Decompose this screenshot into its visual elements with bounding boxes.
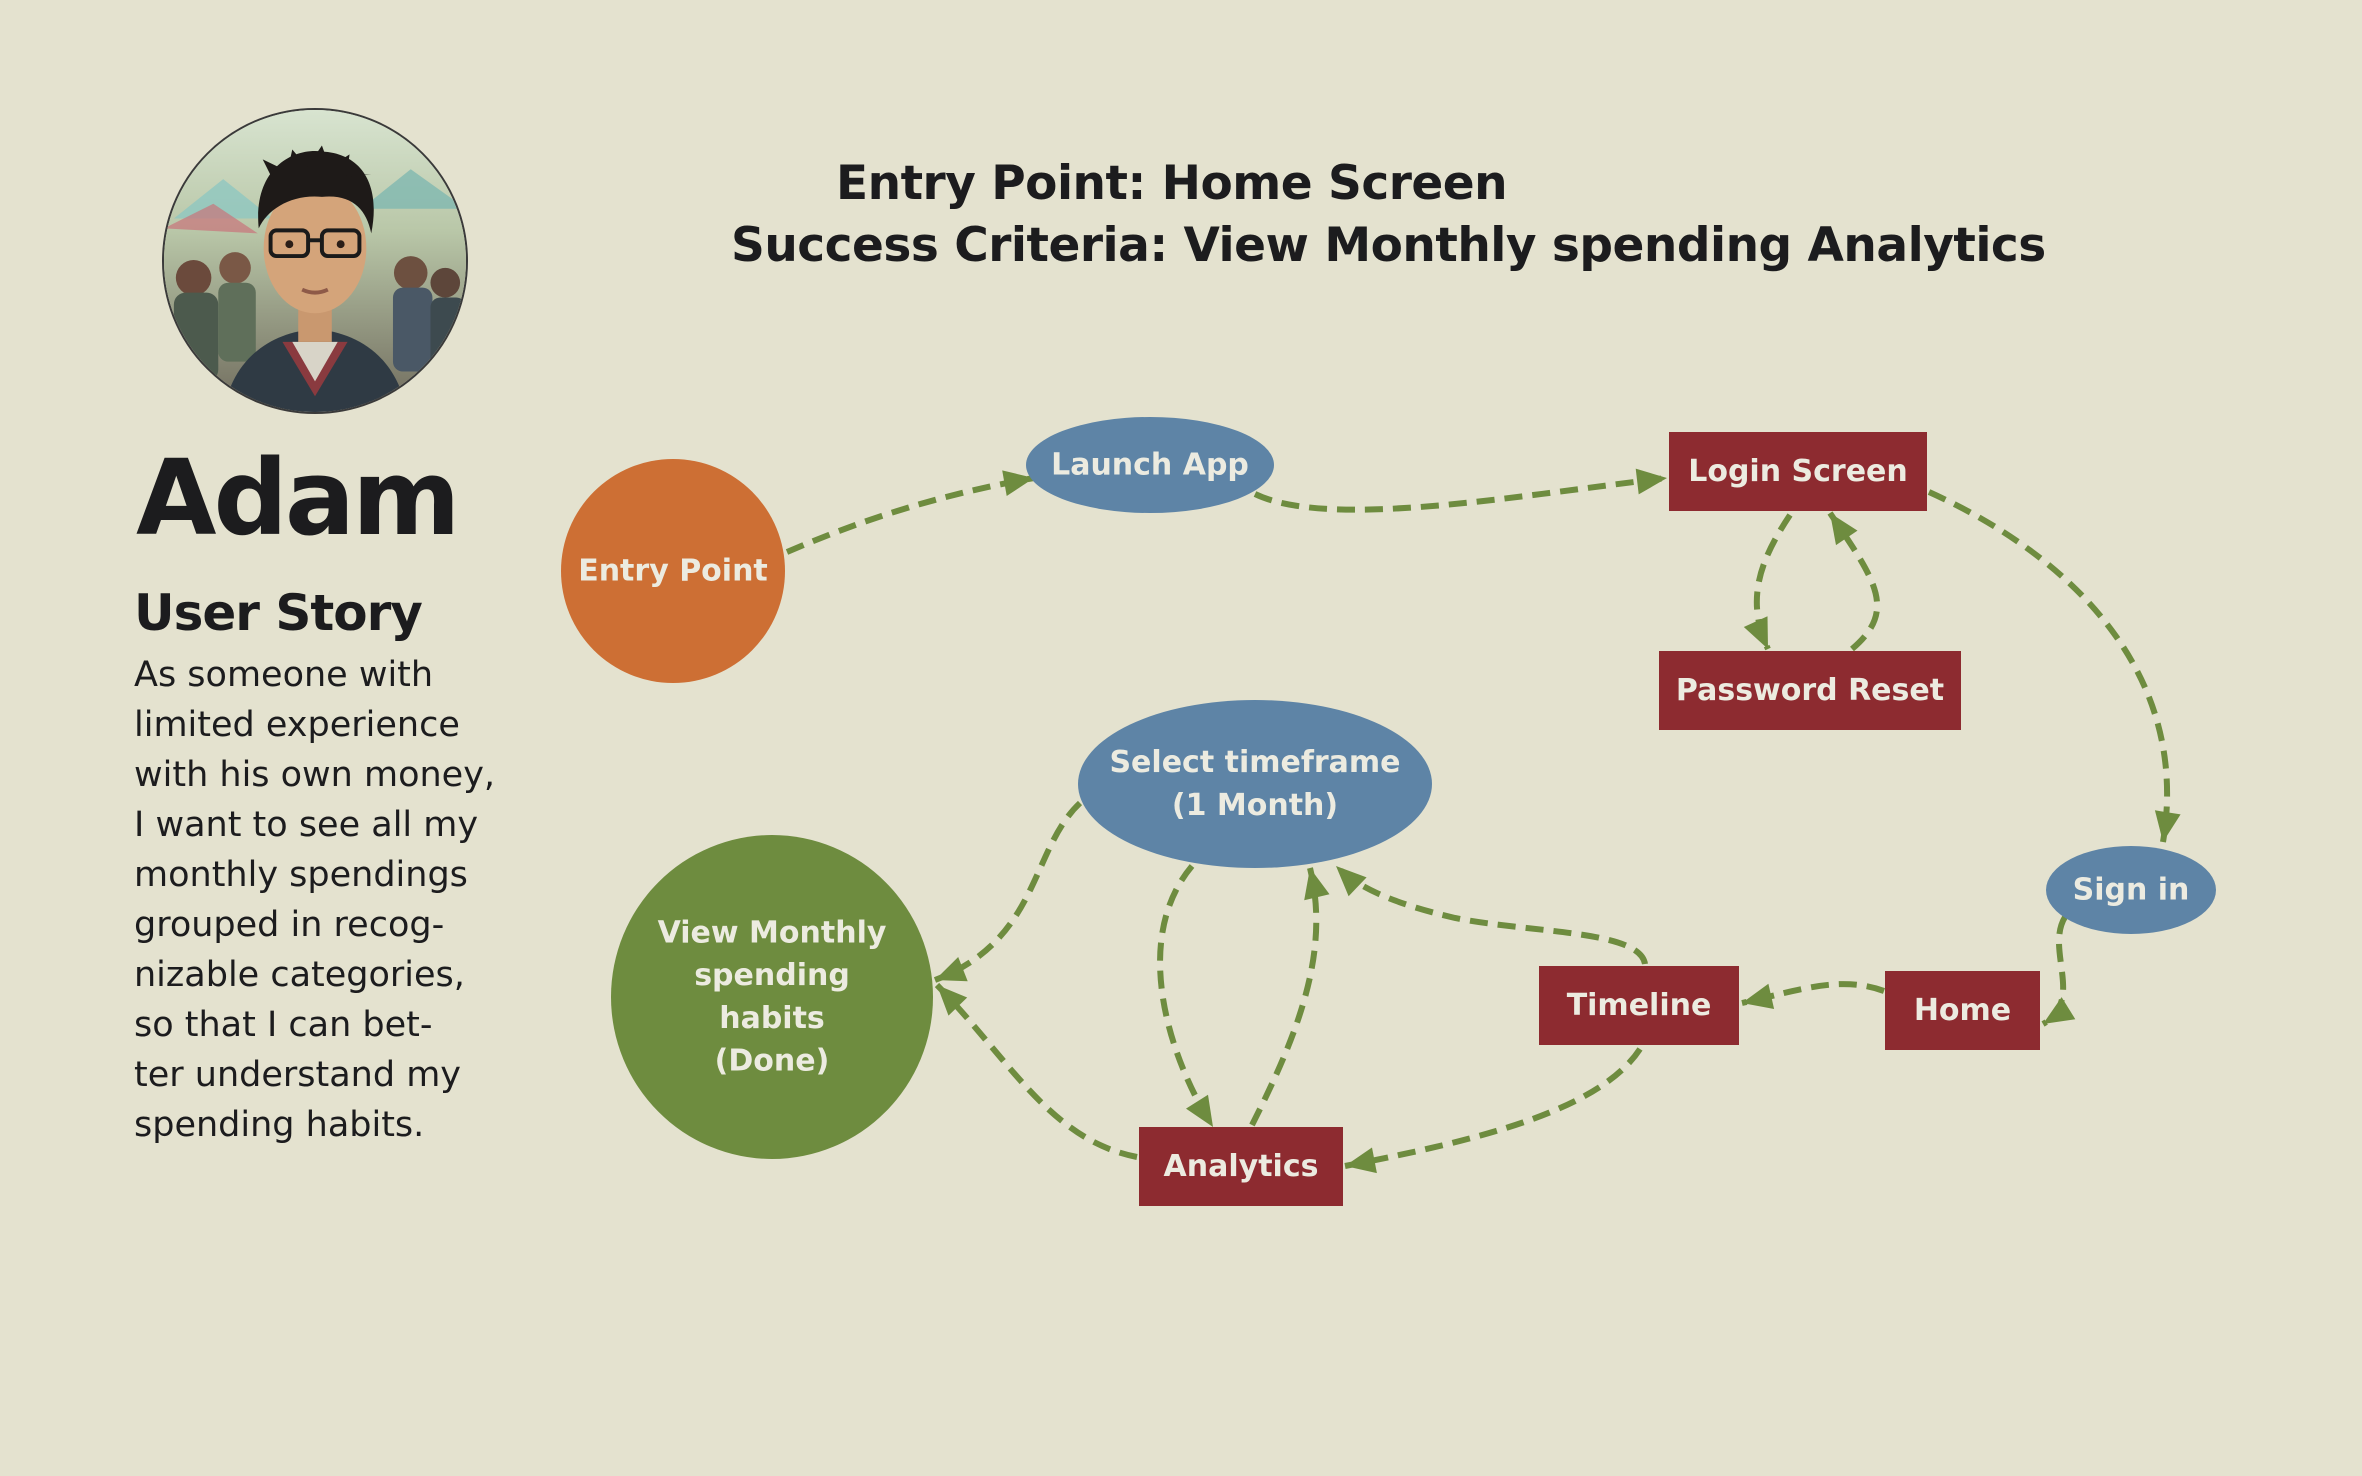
arrowhead-login-to-signin (2154, 810, 2181, 842)
node-label-entry: Entry Point (578, 554, 768, 589)
node-label-reset: Password Reset (1676, 673, 1944, 708)
node-shape-analytics (1139, 1127, 1343, 1206)
flow-node-signin: Sign in (2046, 846, 2216, 934)
flow-arrow-launch-to-login (1253, 475, 1668, 513)
flow-node-reset: Password Reset (1659, 651, 1961, 730)
flow-node-done: View Monthly spending habits (Done) (611, 835, 933, 1159)
user-story-line: As someone with (134, 655, 434, 695)
arrowhead-select-to-done (935, 957, 968, 982)
user-story-line: ter understand my (134, 1055, 462, 1095)
user-story-line: monthly spendings (134, 855, 468, 895)
flow-arrow-reset-to-login (1827, 511, 1881, 652)
flow-node-home: Home (1885, 971, 2040, 1050)
flow-node-login: Login Screen (1669, 432, 1927, 511)
node-label-done: View Monthly (658, 916, 887, 951)
arrowhead-reset-to-login (1830, 513, 1858, 546)
user-story-line: so that I can bet- (134, 1005, 433, 1045)
flow-arrow-timeline-to-analytics (1344, 1047, 1643, 1169)
node-label-home: Home (1914, 993, 2011, 1028)
node-shape-entry (561, 459, 785, 683)
node-shape-signin (2046, 846, 2216, 934)
node-label-select: Select timeframe (1109, 745, 1400, 780)
node-label-done: habits (719, 1001, 825, 1036)
arrowhead-home-to-timeline (1742, 983, 1775, 1009)
node-shape-home (1885, 971, 2040, 1050)
flow-node-timeline: Timeline (1539, 966, 1739, 1045)
user-story-line: nizable categories, (134, 955, 465, 995)
user-story-line: spending habits. (134, 1105, 425, 1145)
arrowhead-signin-to-home (2043, 997, 2076, 1024)
node-label-signin: Sign in (2073, 873, 2190, 908)
node-shape-reset (1659, 651, 1961, 730)
flow-arrow-timeline-to-select (1333, 863, 1648, 965)
flow-node-select: Select timeframe (1 Month) (1078, 700, 1432, 868)
flow-arrow-analytics-to-select (1249, 867, 1320, 1127)
flow-node-launch: Launch App (1026, 417, 1274, 513)
arrowhead-login-to-reset (1743, 616, 1768, 649)
user-story-line: I want to see all my (134, 805, 479, 845)
user-story-heading: User Story (134, 584, 423, 642)
arrowhead-entry-to-launch (1002, 470, 1034, 496)
flow-node-entry: Entry Point (561, 459, 785, 683)
persona-photo-icon (162, 108, 468, 414)
node-label-launch: Launch App (1051, 448, 1249, 483)
user-story-line: with his own money, (134, 755, 496, 795)
flow-node-analytics: Analytics (1139, 1127, 1343, 1206)
success-criteria-title: Success Criteria: View Monthly spending … (731, 218, 2046, 273)
node-shape-done (611, 835, 933, 1159)
persona-name: Adam (136, 437, 460, 559)
flow-arrow-analytics-to-done (934, 982, 1138, 1160)
node-label-done: spending (694, 958, 850, 993)
flow-arrow-select-to-analytics (1157, 864, 1216, 1129)
arrowhead-launch-to-login (1635, 468, 1667, 495)
node-label-select: (1 Month) (1172, 788, 1338, 823)
arrowhead-timeline-to-select (1336, 866, 1367, 897)
flow-arrow-select-to-done (933, 800, 1083, 983)
node-shape-launch (1026, 417, 1274, 513)
node-label-timeline: Timeline (1567, 988, 1712, 1023)
user-story-text: As someone with limited experience with … (134, 650, 534, 1150)
arrowhead-analytics-to-select (1304, 868, 1330, 901)
node-shape-login (1669, 432, 1927, 511)
node-label-done: (Done) (715, 1043, 830, 1078)
flow-arrow-login-to-signin (1927, 489, 2170, 843)
entry-point-title: Entry Point: Home Screen (836, 156, 1508, 211)
arrowhead-analytics-to-done (937, 985, 968, 1016)
arrowhead-select-to-analytics (1186, 1094, 1213, 1127)
user-story-line: grouped in recog- (134, 905, 445, 945)
user-story-line: limited experience (134, 705, 460, 745)
node-shape-select (1078, 700, 1432, 868)
flow-arrow-entry-to-launch (785, 475, 1035, 555)
node-label-analytics: Analytics (1164, 1149, 1319, 1184)
node-label-login: Login Screen (1688, 454, 1908, 489)
node-shape-timeline (1539, 966, 1739, 1045)
arrowhead-timeline-to-analytics (1345, 1147, 1377, 1174)
